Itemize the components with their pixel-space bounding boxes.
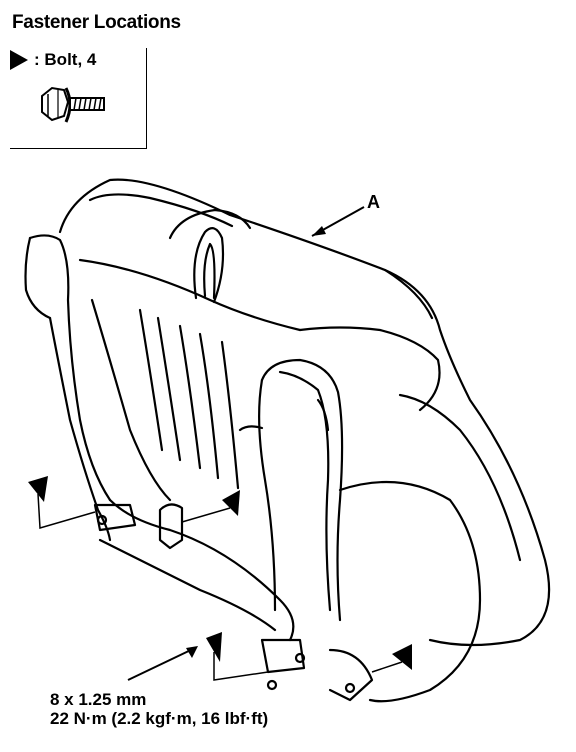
bolt-size: 8 x 1.25 mm xyxy=(50,690,147,709)
legend-line: : Bolt, 4 xyxy=(10,50,96,70)
bolt-marker-1 xyxy=(28,476,48,502)
torque-spec: 8 x 1.25 mm 22 N·m (2.2 kgf·m, 16 lbf·ft… xyxy=(50,690,268,728)
bolt-marker-2 xyxy=(222,490,240,516)
black-triangle-icon xyxy=(10,50,28,70)
bolt-marker-3 xyxy=(206,632,222,662)
flange-bolt-icon xyxy=(41,86,105,123)
torque-value: 22 N·m (2.2 kgf·m, 16 lbf·ft) xyxy=(50,709,269,728)
legend-separator: : xyxy=(34,50,40,69)
bolt-marker-4 xyxy=(392,644,412,670)
legend-bolt-label: Bolt, 4 xyxy=(44,50,97,69)
fastener-legend: : Bolt, 4 xyxy=(10,48,147,149)
page-title: Fastener Locations xyxy=(12,12,181,33)
callout-a-label: A xyxy=(367,192,380,212)
